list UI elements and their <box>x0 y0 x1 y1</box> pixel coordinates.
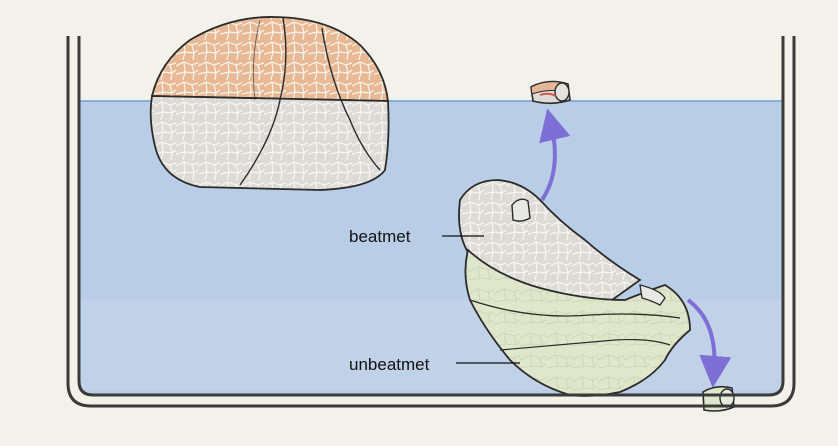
floating-lung-lobe <box>151 17 389 190</box>
floating-piece <box>531 82 570 104</box>
label-beatmet: beatmet <box>349 228 410 245</box>
label-unbeatmet: unbeatmet <box>349 356 429 373</box>
